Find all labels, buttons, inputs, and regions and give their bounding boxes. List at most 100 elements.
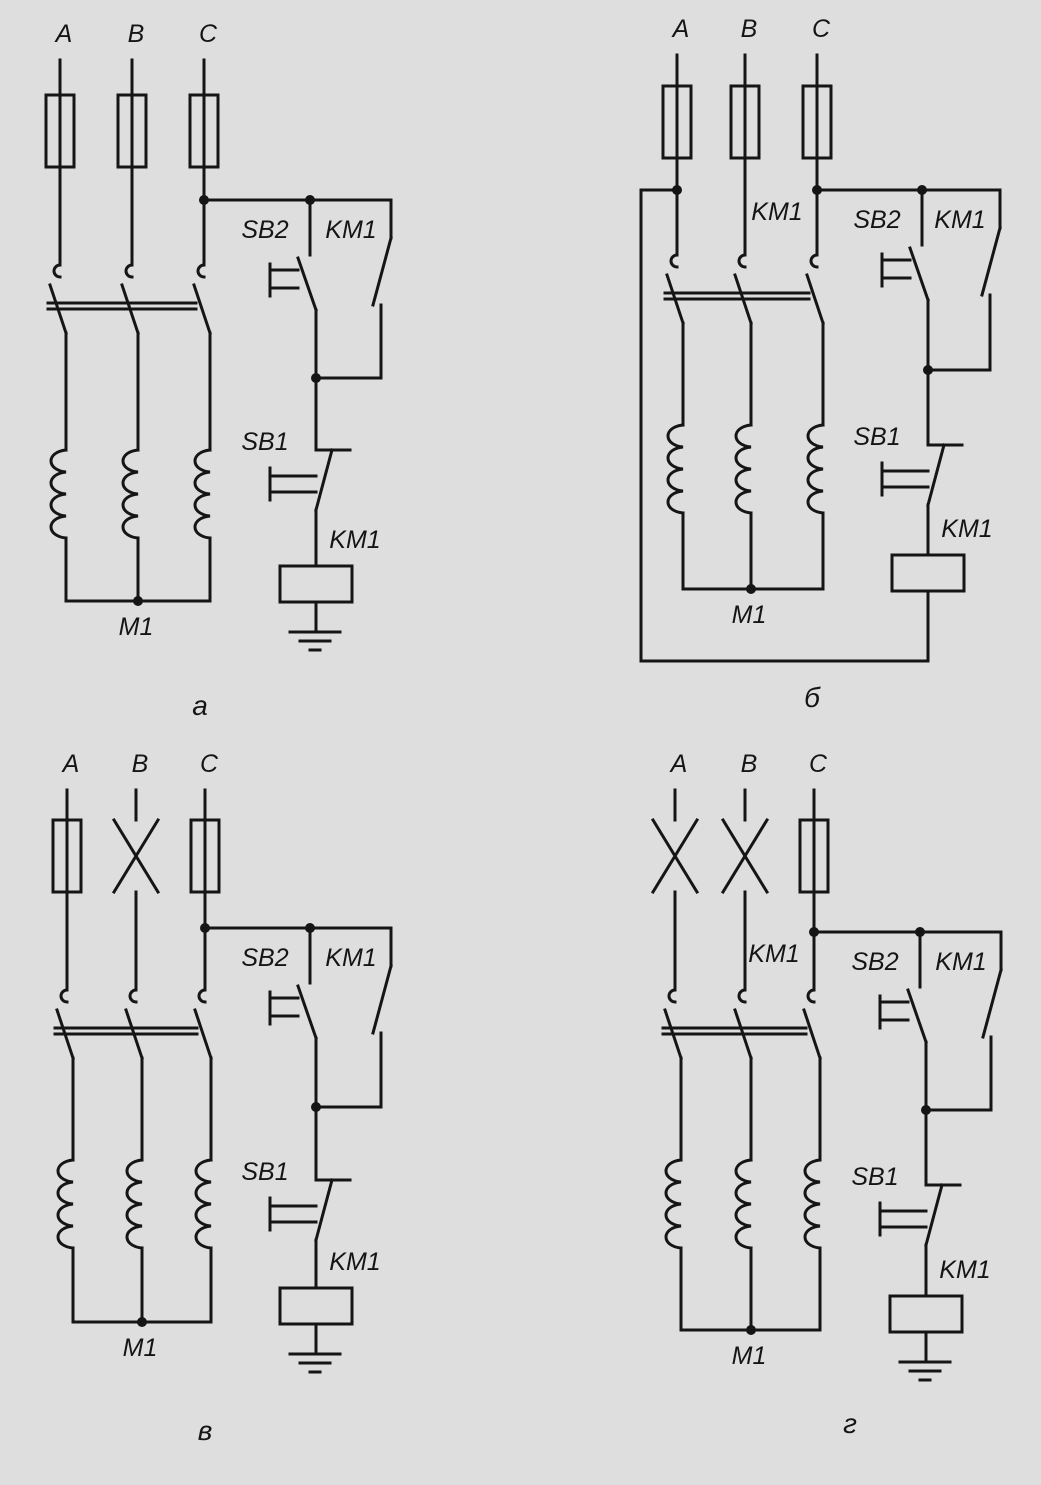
sb2-label: SB2 bbox=[241, 216, 288, 244]
contact-hook bbox=[806, 988, 816, 1004]
star-point bbox=[133, 596, 143, 606]
phase-label-b: B bbox=[741, 750, 758, 778]
motor-winding bbox=[193, 448, 212, 540]
phase-label-a: A bbox=[669, 750, 688, 778]
sb1-contact bbox=[314, 448, 334, 512]
sb1-button bbox=[880, 461, 930, 497]
phase-label-b: B bbox=[132, 750, 149, 778]
km-coil-label: KM1 bbox=[939, 1256, 990, 1284]
km-holding-contact bbox=[371, 236, 393, 307]
phase-label-c: C bbox=[199, 20, 218, 48]
contactor-label: KM1 bbox=[751, 198, 802, 226]
sb2-label: SB2 bbox=[241, 944, 288, 972]
km-holding-contact bbox=[981, 968, 1003, 1039]
sb1-label: SB1 bbox=[241, 428, 288, 456]
sb1-contact bbox=[924, 1183, 944, 1247]
sb2-label: SB2 bbox=[851, 948, 898, 976]
contact-hook bbox=[669, 253, 679, 269]
contact-hook bbox=[52, 263, 62, 279]
contactor-label: KM1 bbox=[748, 940, 799, 968]
star-point bbox=[137, 1317, 147, 1327]
motor-winding bbox=[806, 423, 825, 515]
blown-fuse-mark bbox=[650, 817, 700, 895]
sb1-contact bbox=[314, 1178, 334, 1242]
motor-winding bbox=[121, 448, 140, 540]
phase-label-b: B bbox=[741, 15, 758, 43]
main-contact-blade bbox=[802, 1008, 822, 1060]
contact-hook bbox=[737, 253, 747, 269]
motor-winding bbox=[803, 1158, 822, 1250]
panel-caption: г bbox=[843, 1408, 857, 1439]
contact-hook bbox=[124, 263, 134, 279]
main-contact-blade bbox=[805, 273, 825, 325]
phase-label-c: C bbox=[812, 15, 831, 43]
star-point bbox=[746, 1325, 756, 1335]
km-contact-label: KM1 bbox=[325, 216, 376, 244]
motor-label: M1 bbox=[732, 601, 767, 629]
contact-hook bbox=[667, 988, 677, 1004]
motor-winding bbox=[734, 1158, 753, 1250]
contact-hook bbox=[196, 263, 206, 279]
contact-hook bbox=[128, 988, 138, 1004]
sb2-button bbox=[878, 994, 910, 1030]
motor-winding bbox=[194, 1158, 213, 1250]
sb1-button bbox=[268, 466, 318, 502]
sb1-label: SB1 bbox=[851, 1163, 898, 1191]
sb1-contact bbox=[926, 443, 946, 507]
sb2-contact bbox=[908, 246, 930, 302]
motor-winding bbox=[734, 423, 753, 515]
control-return-node bbox=[672, 185, 682, 195]
km-coil bbox=[890, 553, 966, 593]
contact-hook bbox=[809, 253, 819, 269]
sb1-label: SB1 bbox=[241, 1158, 288, 1186]
blown-fuse-mark bbox=[720, 817, 770, 895]
motor-label: M1 bbox=[123, 1334, 158, 1362]
phase-label-a: A bbox=[671, 15, 690, 43]
sb2-button bbox=[880, 252, 912, 288]
sb2-button bbox=[268, 990, 300, 1026]
phase-label-a: A bbox=[61, 750, 80, 778]
contact-hook bbox=[197, 988, 207, 1004]
km-coil bbox=[278, 1286, 354, 1326]
motor-winding bbox=[49, 448, 68, 540]
km-holding-contact bbox=[371, 964, 393, 1035]
motor-winding bbox=[664, 1158, 683, 1250]
sb2-button bbox=[268, 262, 300, 298]
sb2-contact bbox=[296, 256, 318, 312]
km-coil-label: KM1 bbox=[329, 526, 380, 554]
phase-label-b: B bbox=[128, 20, 145, 48]
panel-caption: а bbox=[192, 690, 208, 721]
star-point bbox=[746, 584, 756, 594]
motor-winding bbox=[125, 1158, 144, 1250]
sb1-label: SB1 bbox=[853, 423, 900, 451]
sb2-label: SB2 bbox=[853, 206, 900, 234]
motor-label: M1 bbox=[732, 1342, 767, 1370]
sb1-button bbox=[268, 1196, 318, 1232]
phase-label-c: C bbox=[200, 750, 219, 778]
phase-label-a: A bbox=[54, 20, 73, 48]
km-coil bbox=[278, 564, 354, 604]
contact-hook bbox=[737, 988, 747, 1004]
sb1-button bbox=[878, 1201, 928, 1237]
km-contact-label: KM1 bbox=[934, 206, 985, 234]
km-coil-label: KM1 bbox=[329, 1248, 380, 1276]
km-contact-label: KM1 bbox=[935, 948, 986, 976]
motor-winding bbox=[666, 423, 685, 515]
sb2-contact bbox=[296, 984, 318, 1040]
sb2-contact bbox=[906, 988, 928, 1044]
main-contact-blade bbox=[192, 283, 212, 335]
motor-winding bbox=[56, 1158, 75, 1250]
km-coil bbox=[888, 1294, 964, 1334]
panel-caption: в bbox=[198, 1415, 213, 1446]
blown-fuse-mark bbox=[111, 817, 161, 895]
panel-caption: б bbox=[804, 682, 821, 713]
km-coil-label: KM1 bbox=[941, 515, 992, 543]
contact-hook bbox=[59, 988, 69, 1004]
km-contact-label: KM1 bbox=[325, 944, 376, 972]
